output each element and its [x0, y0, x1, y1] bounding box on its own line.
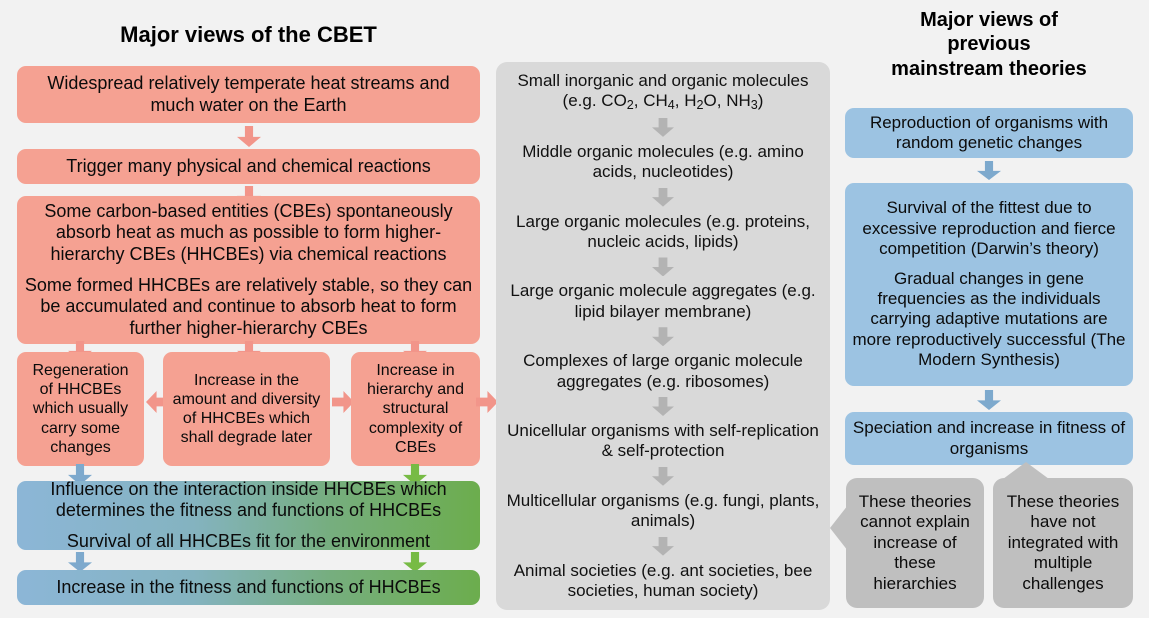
- paragraph-1: Influence on the interaction inside HHCB…: [50, 478, 447, 521]
- hierarchy-item-5: Unicellular organisms with self-replicat…: [507, 421, 819, 461]
- arrow-down-icon-h6: [652, 536, 674, 556]
- hierarchy-item-7: Animal societies (e.g. ant societies, be…: [513, 560, 813, 600]
- theory-box-reproduction: Reproduction of organisms with random ge…: [845, 108, 1133, 158]
- paragraph-2: Survival of all HHCBEs fit for the envir…: [66, 530, 431, 551]
- arrow-down-icon-h3: [652, 327, 674, 347]
- page-title-cbet: Major views of the CBET: [120, 22, 377, 47]
- arrow-down-icon-h1: [652, 187, 674, 207]
- limitation-callout-hierarchies: These theories cannot explain increase o…: [846, 478, 984, 608]
- title-line-1: Major views of: [920, 9, 1058, 31]
- cbet-box-increase-fitness-functions: Increase in the fitness and functions of…: [17, 570, 480, 605]
- page-title-previous-theories: Major views of previous mainstream theor…: [845, 8, 1133, 81]
- theory-box-speciation: Speciation and increase in fitness of or…: [845, 412, 1133, 465]
- arrow-down-icon-h4: [652, 397, 674, 417]
- paragraph-1: Survival of the fittest due to excessive…: [862, 198, 1116, 259]
- limitation-callout-challenges: These theories have not integrated with …: [993, 478, 1133, 608]
- title-line-3: mainstream theories: [891, 57, 1087, 80]
- paragraph-2: Gradual changes in gene frequencies as t…: [852, 268, 1126, 370]
- cbet-box-absorb-heat: Some carbon-based entities (CBEs) sponta…: [17, 196, 480, 344]
- hierarchy-item-3: Large organic molecule aggregates (e.g. …: [510, 281, 816, 321]
- hierarchy-item-6: Multicellular organisms (e.g. fungi, pla…: [506, 490, 820, 531]
- hierarchy-item-2: Large organic molecules (e.g. proteins, …: [516, 211, 810, 252]
- arrow-down-icon-1: [237, 126, 261, 147]
- hierarchy-column: Small inorganic and organic molecules (e…: [496, 62, 830, 610]
- cbet-box-heat-streams: Widespread relatively temperate heat str…: [17, 66, 480, 123]
- arrow-down-icon-h0: [652, 117, 674, 137]
- hierarchy-item-4: Complexes of large organic molecule aggr…: [523, 351, 803, 391]
- arrow-down-icon-r1: [977, 161, 1001, 180]
- arrow-down-icon-8: [68, 552, 92, 572]
- arrow-down-icon-r2: [977, 390, 1001, 410]
- title-line-2: previous: [947, 33, 1031, 56]
- cbet-box-increase-hierarchy-complexity: Increase in hierarchy and structural com…: [351, 352, 480, 466]
- theory-box-survival-fittest: Survival of the fittest due to excessive…: [845, 183, 1133, 386]
- paragraph-1: Some carbon-based entities (CBEs) sponta…: [44, 200, 453, 264]
- arrow-down-icon-h5: [652, 466, 674, 486]
- hierarchy-item-1: Middle organic molecules (e.g. amino aci…: [522, 141, 804, 182]
- arrow-down-icon-h2: [652, 257, 674, 277]
- cbet-box-trigger-reactions: Trigger many physical and chemical react…: [17, 149, 480, 184]
- cbet-box-influence-survival: Influence on the interaction inside HHCB…: [17, 478, 480, 551]
- hierarchy-item-0: Small inorganic and organic molecules (e…: [517, 70, 809, 112]
- paragraph-2: Some formed HHCBEs are relatively stable…: [24, 274, 473, 338]
- cbet-box-regeneration: Regeneration of HHCBEs which usually car…: [17, 352, 144, 466]
- cbet-box-increase-amount-diversity: Increase in the amount and diversity of …: [163, 352, 330, 466]
- arrow-down-icon-9: [403, 552, 427, 572]
